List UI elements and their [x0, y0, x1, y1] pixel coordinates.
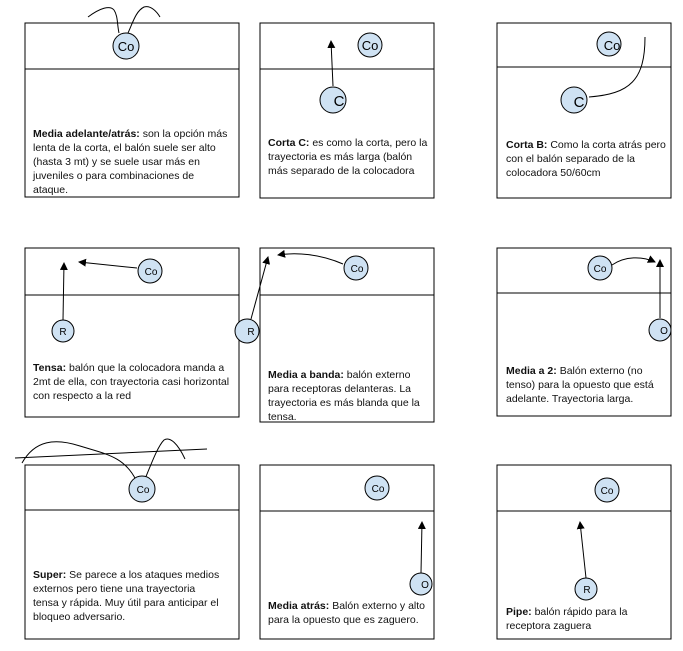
node-attacker	[319, 86, 347, 114]
description-super: Super: Se parece a los ataques medios ex…	[33, 568, 223, 624]
trajectory-arrow	[417, 521, 426, 574]
description-media-adelante-atras: Media adelante/atrás: son la opción más …	[33, 127, 231, 197]
node-label: Co	[604, 38, 621, 53]
node-setter	[137, 258, 163, 284]
trajectory-arrow	[78, 258, 138, 269]
description-title: Tensa:	[33, 362, 67, 374]
node-label: R	[59, 327, 66, 338]
node-receiver	[51, 319, 75, 343]
trajectory-arrow	[250, 256, 271, 320]
description-media-a-2: Media a 2: Balón externo (no tenso) para…	[506, 364, 668, 406]
node-attacker	[560, 86, 588, 114]
node-setter	[112, 32, 140, 60]
node-label: C	[334, 93, 345, 110]
trajectory-curve	[127, 6, 161, 34]
description-title: Media a banda:	[268, 369, 344, 381]
node-label: Co	[145, 267, 158, 278]
node-label: R	[247, 327, 254, 338]
description-title: Corta C:	[268, 137, 310, 149]
panel-media-a-2: Co O	[496, 247, 672, 417]
description-media-atras: Media atrás: Balón externo y alto para l…	[268, 599, 428, 627]
node-label: Co	[137, 485, 150, 496]
panel-super: Co	[14, 438, 240, 640]
description-title: Pipe:	[506, 606, 532, 618]
description-title: Corta B:	[506, 139, 548, 151]
description-title: Media atrás:	[268, 600, 330, 612]
node-label: O	[660, 326, 668, 337]
trajectory-arrow	[611, 255, 656, 266]
trajectory-arrow	[327, 40, 336, 87]
trajectory-curve	[144, 438, 186, 480]
panel-media-atras: Co O	[259, 464, 435, 640]
node-label: Co	[362, 38, 379, 53]
description-text: Se parece a los ataques medios externos …	[33, 569, 220, 623]
trajectory-curve	[588, 36, 646, 98]
node-label: Co	[601, 486, 614, 497]
panel-corta-c: Co C	[259, 22, 435, 199]
description-media-a-banda: Media a banda: balón externo para recept…	[268, 368, 430, 424]
node-setter	[364, 475, 390, 501]
node-label: C	[574, 94, 585, 111]
panel-pipe: Co R	[496, 464, 672, 640]
node-label: Co	[372, 484, 385, 495]
node-label: R	[583, 585, 590, 596]
panel-media-adelante-atras: Co	[24, 6, 240, 198]
node-receiver	[234, 318, 260, 344]
node-setter	[596, 31, 622, 57]
description-text: Como la corta atrás pero con el balón se…	[506, 139, 666, 179]
panel-media-a-banda: Co R	[234, 247, 435, 423]
node-opposite	[409, 572, 433, 596]
node-setter	[587, 255, 613, 281]
trajectory-arrow	[59, 262, 68, 321]
node-receiver	[574, 577, 598, 601]
trajectory-arrow	[277, 249, 344, 265]
net-top-line	[14, 448, 208, 459]
trajectory-curve	[21, 441, 137, 481]
node-setter	[128, 475, 156, 503]
description-title: Media a 2:	[506, 365, 557, 377]
description-corta-b: Corta B: Como la corta atrás pero con el…	[506, 138, 666, 180]
description-pipe: Pipe: balón rápido para la receptora zag…	[506, 605, 661, 633]
description-text: Balón externo y alto para la opuesto que…	[268, 600, 426, 626]
node-setter	[594, 477, 620, 503]
node-label: Co	[594, 264, 607, 275]
node-label: Co	[351, 264, 364, 275]
trajectory-curve	[87, 7, 120, 34]
node-setter	[357, 32, 383, 58]
node-label: Co	[118, 39, 135, 54]
description-text: balón rápido para la receptora zaguera	[506, 606, 628, 632]
node-opposite	[648, 318, 672, 342]
description-title: Super:	[33, 569, 67, 581]
description-text: son la opción más lenta de la corta, el …	[33, 128, 228, 196]
node-setter	[343, 255, 369, 281]
panel-corta-b: Co C	[496, 22, 672, 199]
trajectory-arrow	[576, 521, 587, 579]
description-corta-c: Corta C: es como la corta, pero la traye…	[268, 136, 430, 178]
description-text: balón que la colocadora manda a 2mt de e…	[33, 362, 230, 402]
description-text: es como la corta, pero la trayectoria es…	[268, 137, 428, 177]
description-title: Media adelante/atrás:	[33, 128, 140, 140]
description-text: Balón externo (no tenso) para la opuesto…	[506, 365, 654, 405]
description-tensa: Tensa: balón que la colocadora manda a 2…	[33, 361, 233, 403]
node-label: O	[421, 580, 429, 591]
description-text: balón externo para receptoras delanteras…	[268, 369, 420, 423]
